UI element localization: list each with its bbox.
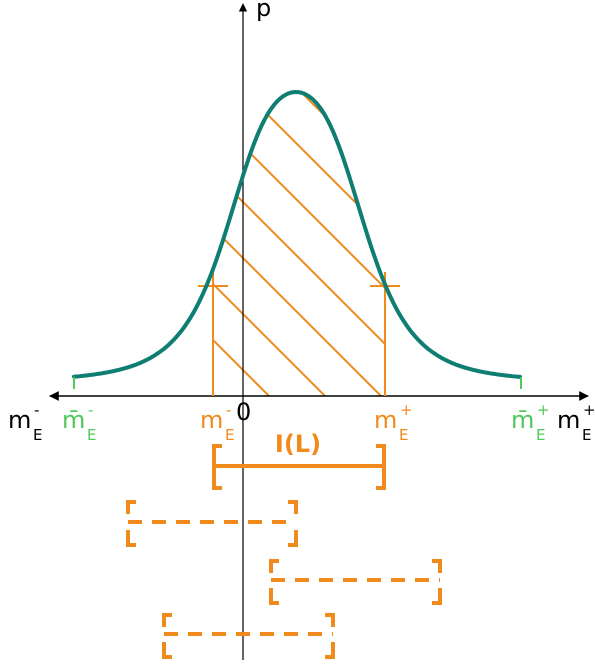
y-axis-label: p bbox=[256, 0, 271, 22]
hatch-line bbox=[344, 92, 385, 396]
hatch-region bbox=[213, 80, 595, 396]
interval-bracket bbox=[212, 444, 386, 490]
hatch-line bbox=[213, 92, 326, 396]
svg-text:+: + bbox=[400, 401, 413, 419]
green-right-label: m̄ + E bbox=[511, 401, 550, 444]
svg-text:E: E bbox=[87, 426, 96, 444]
svg-text:E: E bbox=[582, 426, 591, 444]
orange-left-label: m - E bbox=[200, 401, 234, 444]
svg-text:E: E bbox=[399, 426, 408, 444]
svg-text:m: m bbox=[200, 406, 223, 434]
probability-curve bbox=[72, 89, 522, 379]
hatch-line bbox=[457, 80, 595, 396]
interval-label: I(L) bbox=[275, 430, 321, 458]
hatch-line bbox=[213, 92, 270, 396]
svg-text:+: + bbox=[583, 401, 595, 419]
svg-text:m: m bbox=[374, 406, 397, 434]
dashed-interval-2 bbox=[269, 559, 442, 605]
svg-text:m: m bbox=[8, 406, 31, 434]
svg-text:E: E bbox=[33, 426, 42, 444]
svg-text:E: E bbox=[536, 426, 545, 444]
origin-label: 0 bbox=[236, 398, 251, 426]
green-left-label: m̄ - E bbox=[62, 401, 96, 444]
svg-text:-: - bbox=[226, 401, 231, 419]
hatch-line bbox=[513, 80, 595, 396]
dashed-interval-1 bbox=[126, 500, 298, 547]
orange-right-label: m + E bbox=[374, 401, 413, 444]
svg-text:m: m bbox=[557, 406, 580, 434]
x-right-label: m + E bbox=[557, 401, 595, 444]
dashed-interval-3 bbox=[162, 613, 335, 659]
x-left-label: m - E bbox=[8, 401, 42, 444]
svg-text:+: + bbox=[537, 401, 550, 419]
svg-text:-: - bbox=[88, 401, 93, 419]
svg-text:m̄: m̄ bbox=[511, 406, 534, 434]
svg-text:m̄: m̄ bbox=[62, 406, 85, 434]
hatch-line bbox=[569, 80, 595, 396]
svg-text:E: E bbox=[225, 426, 234, 444]
svg-text:-: - bbox=[34, 401, 39, 419]
hatch-line bbox=[232, 92, 385, 396]
